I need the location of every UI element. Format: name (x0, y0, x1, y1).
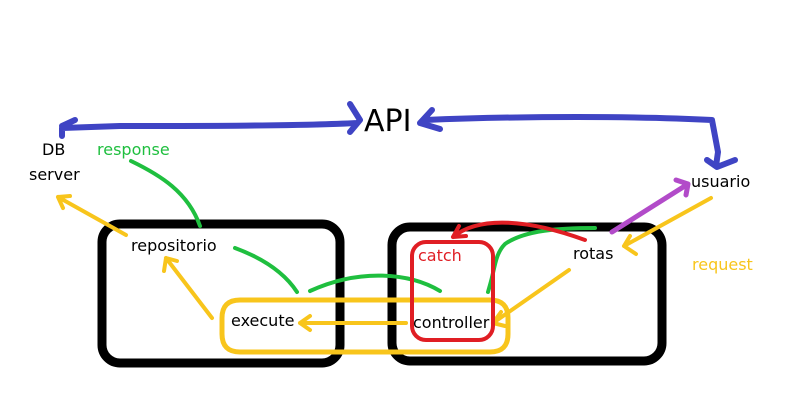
api-to-usuario-arrow (417, 107, 738, 170)
rotas-to-usuario-arrow (609, 177, 691, 235)
catch-box (410, 240, 495, 342)
left-module-box (97, 219, 345, 368)
repositorio-to-db-arrow (56, 194, 128, 237)
execute-to-repositorio-arrow (162, 256, 214, 320)
response-label: response (97, 140, 170, 159)
rotas-label: rotas (573, 244, 614, 263)
repositorio-label: repositorio (131, 236, 217, 255)
execute-controller-loop (219, 297, 511, 355)
right-module-box (387, 222, 667, 366)
execute-to-controller-arc (308, 273, 442, 293)
response-to-repositorio-line (129, 159, 202, 228)
controller-to-execute-arrow (298, 314, 408, 332)
api-label: API (364, 104, 412, 139)
repositorio-to-execute-line (233, 246, 299, 294)
request-label: request (692, 255, 753, 274)
controller-label: controller (413, 313, 490, 332)
execute-label: execute (231, 311, 295, 330)
rotas-to-controller-arrow (491, 268, 571, 328)
usuario-to-rotas-request-arrow (622, 196, 713, 256)
usuario-label: usuario (691, 172, 751, 191)
catch-label: catch (418, 246, 462, 265)
server-label: server (29, 165, 80, 184)
rotas-to-catch-arrow (451, 220, 587, 242)
api-to-db-arrow (59, 101, 363, 139)
db-label: DB (42, 140, 66, 159)
